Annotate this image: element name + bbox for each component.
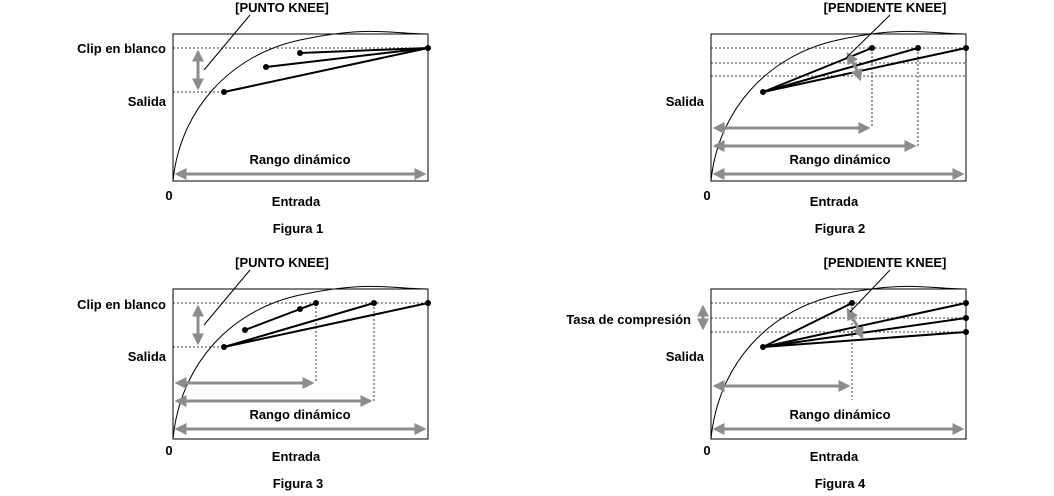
figure-2-output-label: Salida [666, 94, 705, 109]
figure-1-knee-point [221, 89, 227, 95]
figure-1-range-label: Rango dinámico [249, 152, 350, 167]
figure-2: [PENDIENTE KNEE] Salida Rango dinámico 0… [666, 0, 969, 236]
figure-4-label-pointer [849, 269, 891, 313]
figure-3-range-label: Rango dinámico [249, 407, 350, 422]
figure-4-slope-arrow [846, 307, 864, 340]
figure-3-top-label: [PUNTO KNEE] [235, 255, 329, 270]
figure-3-output-label: Salida [128, 349, 167, 364]
figure-4-frame [710, 288, 967, 440]
figure-2-slope-arrow [846, 51, 863, 82]
figure-4-origin-label: 0 [703, 443, 710, 458]
figure-1-response-curve [172, 30, 429, 182]
figure-4-slope-line-3 [762, 317, 967, 348]
figure-3-caption: Figura 3 [273, 476, 324, 491]
figure-3-knee-line-1 [223, 302, 375, 348]
figure-4-slope-line-2 [762, 302, 967, 348]
figure-1-knee-line-3 [299, 47, 429, 54]
figure-4-input-label: Entrada [810, 449, 859, 464]
figure-3-knee-point [242, 327, 248, 333]
figure-4-clip-point [963, 300, 969, 306]
figure-2-clip-point [915, 45, 921, 51]
figure-3-knee-point [297, 306, 303, 312]
figure-3-clip-label: Clip en blanco [77, 297, 166, 312]
figure-1-knee-point [263, 64, 269, 70]
figure-3-input-label: Entrada [272, 449, 321, 464]
figure-4-clip-point [963, 315, 969, 321]
figure-4-clip-point [963, 329, 969, 335]
figure-2-frame [710, 33, 967, 182]
figure-2-slope-line-2 [762, 47, 919, 93]
figure-2-top-label: [PENDIENTE KNEE] [824, 0, 947, 15]
figure-4-clip-point [849, 300, 855, 306]
figure-1-knee-line-2 [265, 47, 429, 68]
figure-2-origin-label: 0 [703, 188, 710, 203]
figure-4-slope-line-4 [762, 331, 967, 348]
figure-2-caption: Figura 2 [815, 221, 866, 236]
figure-2-clip-point [963, 45, 969, 51]
figure-3-clip-point [371, 300, 377, 306]
figure-2-clip-point [869, 45, 875, 51]
figure-3: [PUNTO KNEE] Clip en blanco Salida Rango… [77, 255, 431, 491]
figure-1-input-label: Entrada [272, 194, 321, 209]
figure-1-top-label: [PUNTO KNEE] [235, 0, 329, 15]
figure-3-knee-point [221, 344, 227, 350]
figure-3-origin-label: 0 [165, 443, 172, 458]
figure-2-knee-point [760, 89, 766, 95]
figure-4-top-label: [PENDIENTE KNEE] [824, 255, 947, 270]
figure-4: [PENDIENTE KNEE] Tasa de compresión Sali… [566, 255, 969, 491]
figure-3-knee-line-2 [223, 302, 429, 348]
figure-4-compression-label: Tasa de compresión [566, 312, 691, 327]
figure-1-knee-point [297, 50, 303, 56]
figure-2-range-label: Rango dinámico [789, 152, 890, 167]
figure-3-label-pointer [203, 269, 251, 326]
figure-4-knee-point [760, 344, 766, 350]
figure-4-slope-line-1 [762, 302, 853, 348]
figure-1-output-label: Salida [128, 94, 167, 109]
figure-3-frame [172, 288, 429, 440]
figure-1-label-pointer [203, 14, 251, 71]
figure-4-range-label: Rango dinámico [789, 407, 890, 422]
figure-1: [PUNTO KNEE] Clip en blanco Salida Rango… [77, 0, 431, 236]
figure-2-slope-line-3 [762, 47, 967, 93]
figure-1-clip-point [425, 45, 431, 51]
figure-2-input-label: Entrada [810, 194, 859, 209]
figure-1-knee-line-1 [223, 47, 429, 93]
figure-1-caption: Figura 1 [273, 221, 324, 236]
figure-3-clip-point [313, 300, 319, 306]
figure-1-frame [172, 33, 429, 182]
figure-1-clip-label: Clip en blanco [77, 41, 166, 56]
figure-2-label-pointer [845, 14, 891, 59]
figure-3-clip-point [425, 300, 431, 306]
figure-1-origin-label: 0 [165, 188, 172, 203]
figure-4-output-label: Salida [666, 349, 705, 364]
figure-4-caption: Figura 4 [815, 476, 866, 491]
